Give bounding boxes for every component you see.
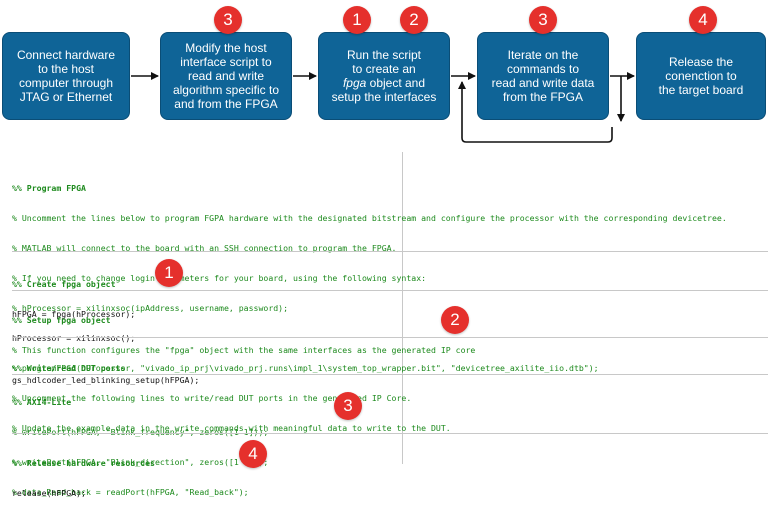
- step-text: read and write: [187, 69, 265, 83]
- code-line: %% Program FPGA: [12, 183, 86, 193]
- code-badge: 3: [334, 392, 362, 420]
- step-badge: 3: [529, 6, 557, 34]
- code-line: %% Release hardware resources: [12, 458, 155, 468]
- code-badge: 2: [441, 306, 469, 334]
- step-text: Iterate on the: [507, 48, 579, 62]
- step-text: Modify the host: [185, 41, 267, 55]
- code-section-program-fpga: %% Program FPGA % Uncomment the lines be…: [12, 163, 768, 383]
- code-line: % MATLAB will connect to the board with …: [12, 243, 397, 253]
- flow-step-iterate: Iterate on the commands to read and writ…: [477, 32, 609, 120]
- step-text: setup the interfaces: [331, 90, 437, 104]
- code-line: %% Create fpga object: [12, 279, 116, 289]
- code-line: release(hFPGA);: [12, 488, 86, 498]
- code-line: %% Setup fpga object: [12, 315, 111, 325]
- step-badge: 3: [214, 6, 242, 34]
- code-section-create-fpga: %% Create fpga object hFPGA = fpga(hProc…: [12, 259, 768, 329]
- step-text: Release the: [668, 55, 734, 69]
- section-separator: [12, 251, 768, 252]
- step-text: commands to: [506, 62, 579, 76]
- flow-step-modify-script: Modify the host interface script to read…: [160, 32, 292, 120]
- code-line: % Uncomment the lines below to program F…: [12, 213, 727, 223]
- step-text: interface script to: [180, 55, 272, 69]
- code-line: % programFPGA(hProcessor, "vivado_ip_prj…: [12, 363, 599, 373]
- code-badge: 1: [155, 259, 183, 287]
- step-badge: 1: [343, 6, 371, 34]
- code-line: % writePort(hFPGA, "Blink_frequency", ze…: [12, 427, 269, 437]
- code-section-release: %% Release hardware resources release(hF…: [12, 438, 768, 508]
- loop-arrow: [458, 81, 613, 143]
- step-text: to create an: [352, 62, 416, 76]
- step-badge: 2: [400, 6, 428, 34]
- code-line: % Update the example data in the write c…: [12, 423, 451, 433]
- code-line: %% Write/read DUT ports: [12, 363, 126, 373]
- step-text: algorithm specific to: [172, 83, 280, 97]
- flow-step-connect-hardware: Connect hardware to the host computer th…: [2, 32, 130, 120]
- flow-arrows: [131, 72, 635, 143]
- step-text: to the host: [37, 62, 95, 76]
- step-text: Run the script: [346, 48, 422, 62]
- code-line: %% AXI4-Lite: [12, 397, 72, 407]
- step-text: conenction to: [665, 69, 737, 83]
- section-separator: [12, 433, 768, 434]
- section-separator: [12, 337, 768, 338]
- code-divider: [402, 152, 403, 464]
- step-text: computer through: [18, 76, 114, 90]
- section-separator: [12, 290, 768, 291]
- code-section-write-read: %% Write/read DUT ports % Uncomment the …: [12, 343, 768, 443]
- code-line: hProcessor = xilinxsoc();: [12, 333, 136, 343]
- flow-step-run-script: Run the script to create an fpga object …: [318, 32, 450, 120]
- step-text: read and write data: [491, 76, 595, 90]
- step-text: JTAG or Ethernet: [19, 90, 113, 104]
- code-section-setup-fpga: %% Setup fpga object % This function con…: [12, 295, 768, 395]
- step-text: and from the FPGA: [174, 97, 278, 111]
- step-text-fpga-object: fpga object and: [342, 76, 426, 90]
- step-text: from the FPGA: [502, 90, 583, 104]
- section-separator: [12, 374, 768, 375]
- code-line: gs_hdlcoder_led_blinking_setup(hFPGA);: [12, 375, 200, 385]
- code-badge: 4: [239, 440, 267, 468]
- code-line: % This function configures the "fpga" ob…: [12, 345, 476, 355]
- step-text: the target board: [658, 83, 744, 97]
- code-line: hFPGA = fpga(hProcessor);: [12, 309, 136, 319]
- step-text: Connect hardware: [16, 48, 116, 62]
- code-line: % If you need to change login parameters…: [12, 273, 427, 283]
- code-line: % hProcessor = xilinxsoc(ipAddress, user…: [12, 303, 289, 313]
- step-badge: 4: [689, 6, 717, 34]
